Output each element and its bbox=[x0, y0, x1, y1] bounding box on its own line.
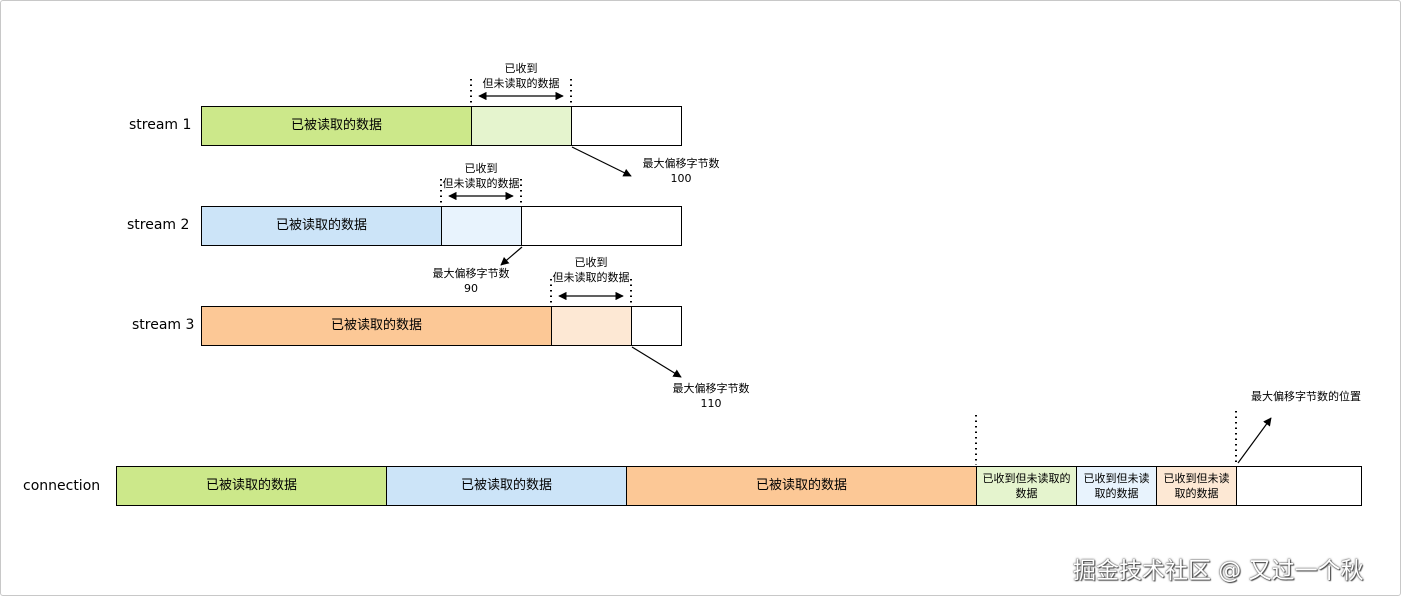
stream-2-free-block bbox=[521, 206, 682, 246]
stream-3-max-offset-line-1: 最大偏移字节数 bbox=[672, 382, 750, 395]
stream-1-pending-note-line-2: 但未读取的数据 bbox=[482, 77, 560, 90]
connection-pending-segment-2: 已收到但未读 取的数据 bbox=[1076, 466, 1157, 506]
stream-3-pending-note-line-1: 已收到 bbox=[574, 256, 608, 269]
connection-max-offset-note: 最大偏移字节数的位置 bbox=[1251, 390, 1361, 403]
stream-3-pending-note: 已收到 但未读取的数据 bbox=[541, 255, 641, 285]
watermark: 掘金技术社区 @ 又过一个秋 bbox=[1073, 558, 1364, 584]
stream-2-max-offset-arrow bbox=[500, 246, 523, 266]
stream-3-max-offset-arrow bbox=[631, 346, 682, 378]
connection-read-segment-3: 已被读取的数据 bbox=[626, 466, 977, 506]
connection-max-offset-arrow bbox=[1237, 417, 1272, 464]
connection-read-segment-1: 已被读取的数据 bbox=[116, 466, 387, 506]
connection-read-segment-2-text: 已被读取的数据 bbox=[460, 478, 552, 493]
connection-label: connection bbox=[23, 478, 101, 494]
connection-pending-segment-3-line-1: 已收到但未读 bbox=[1163, 472, 1230, 485]
stream-3-pending-block bbox=[551, 306, 632, 346]
stream-2-max-offset-line-1: 最大偏移字节数 bbox=[432, 267, 510, 280]
stream-1-read-text: 已被读取的数据 bbox=[290, 118, 382, 133]
stream-2-pending-note-line-1: 已收到 bbox=[464, 162, 498, 175]
connection-pending-segment-1-line-1: 已收到但未读取的 bbox=[982, 472, 1071, 485]
connection-read-segment-2: 已被读取的数据 bbox=[386, 466, 627, 506]
connection-pending-segment-2-line-2: 取的数据 bbox=[1094, 487, 1139, 500]
connection-pending-segment-2-line-1: 已收到但未读 bbox=[1083, 472, 1150, 485]
connection-read-segment-1-text: 已被读取的数据 bbox=[205, 478, 297, 493]
stream-2-read-text: 已被读取的数据 bbox=[275, 218, 367, 233]
connection-pending-segment-1: 已收到但未读取的 数据 bbox=[976, 466, 1077, 506]
stream-2-pending-note-line-2: 但未读取的数据 bbox=[442, 177, 520, 190]
stream-2-pending-note: 已收到 但未读取的数据 bbox=[431, 161, 531, 191]
stream-3-label: stream 3 bbox=[132, 317, 195, 333]
stream-1-free-block bbox=[571, 106, 682, 146]
stream-2-label: stream 2 bbox=[127, 217, 190, 233]
stream-2-max-offset-line-2: 90 bbox=[464, 282, 478, 295]
stream-2-read-block: 已被读取的数据 bbox=[201, 206, 442, 246]
stream-1-max-offset-line-2: 100 bbox=[670, 172, 692, 185]
stream-3-max-offset-line-2: 110 bbox=[700, 397, 722, 410]
connection-read-segment-3-text: 已被读取的数据 bbox=[755, 478, 847, 493]
connection-pending-segment-1-line-2: 数据 bbox=[1015, 487, 1038, 500]
stream-3-read-block: 已被读取的数据 bbox=[201, 306, 552, 346]
stream-1-max-offset-arrow bbox=[571, 146, 632, 177]
stream-1-pending-note-line-1: 已收到 bbox=[504, 62, 538, 75]
connection-pending-segment-3-line-2: 取的数据 bbox=[1174, 487, 1219, 500]
stream-3-pending-note-line-2: 但未读取的数据 bbox=[552, 271, 630, 284]
stream-1-max-offset-line-1: 最大偏移字节数 bbox=[642, 157, 720, 170]
stream-3-max-offset-note: 最大偏移字节数 110 bbox=[659, 381, 763, 411]
connection-free-block bbox=[1236, 466, 1362, 506]
stream-3-free-block bbox=[631, 306, 682, 346]
stream-2-max-offset-note: 最大偏移字节数 90 bbox=[419, 266, 523, 296]
stream-1-label: stream 1 bbox=[129, 117, 192, 133]
connection-pending-segment-3: 已收到但未读 取的数据 bbox=[1156, 466, 1237, 506]
stream-2-pending-block bbox=[441, 206, 522, 246]
stream-1-max-offset-note: 最大偏移字节数 100 bbox=[629, 156, 733, 186]
stream-1-pending-note: 已收到 但未读取的数据 bbox=[471, 61, 571, 91]
stream-3-read-text: 已被读取的数据 bbox=[330, 318, 422, 333]
